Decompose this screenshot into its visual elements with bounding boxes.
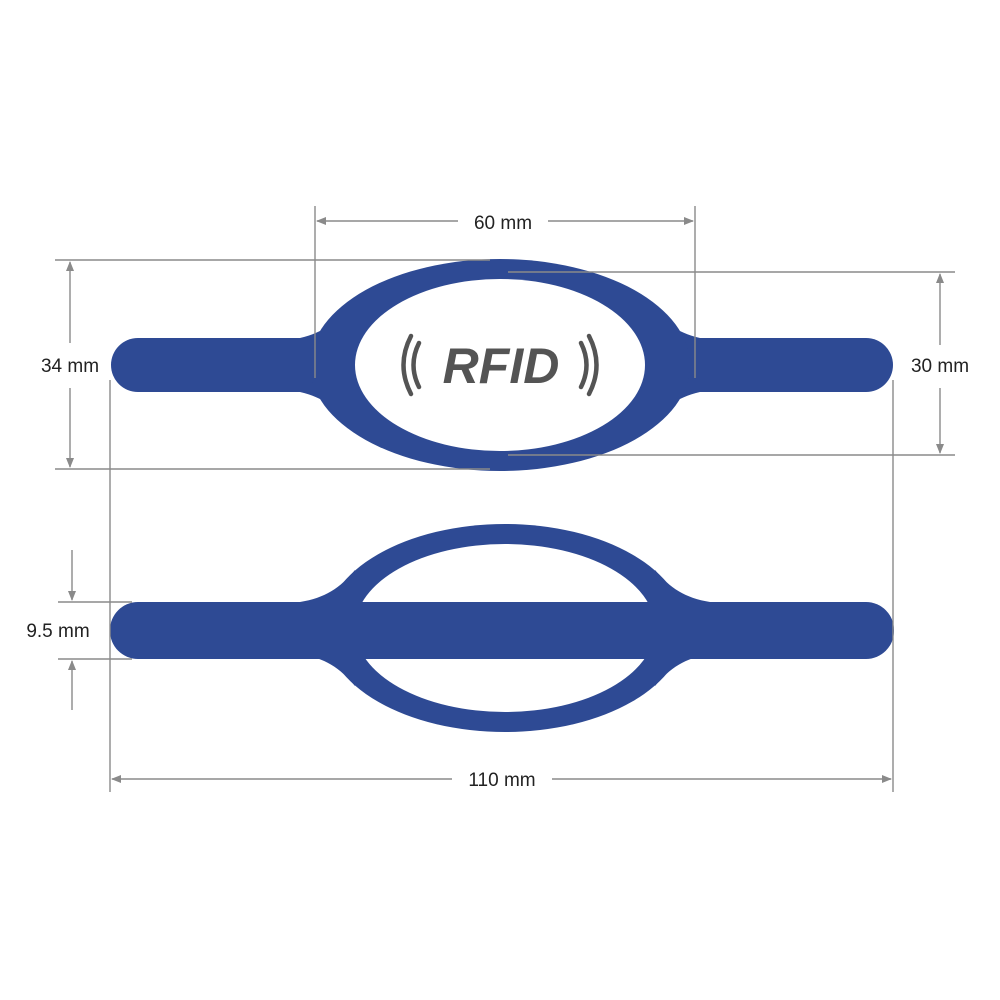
rfid-logo-text: RFID [443,338,560,394]
dimension-outer-height-label: 34 mm [41,356,99,377]
rfid-logo: RFID [401,333,599,397]
dimension-inner-height-label: 30 mm [911,356,969,377]
dimension-outer-height: 34 mm [41,259,490,470]
side-strap [110,602,894,659]
wristband-front-view: RFID [111,259,893,471]
dimension-inner-height: 30 mm [508,271,969,456]
front-strap-right [660,338,893,392]
front-strap-left [111,338,340,392]
dimension-window-width: 60 mm [314,206,696,378]
dimension-window-width-label: 60 mm [474,213,532,234]
dimension-total-length-label: 110 mm [468,770,535,791]
wristband-side-view [110,524,894,732]
dimension-strap-width-label: 9.5 mm [26,621,89,642]
rfid-wave-icon [401,333,599,397]
dimension-strap-width: 9.5 mm [26,550,132,710]
rfid-window [355,279,645,451]
dimension-total-length: 110 mm [109,380,894,792]
